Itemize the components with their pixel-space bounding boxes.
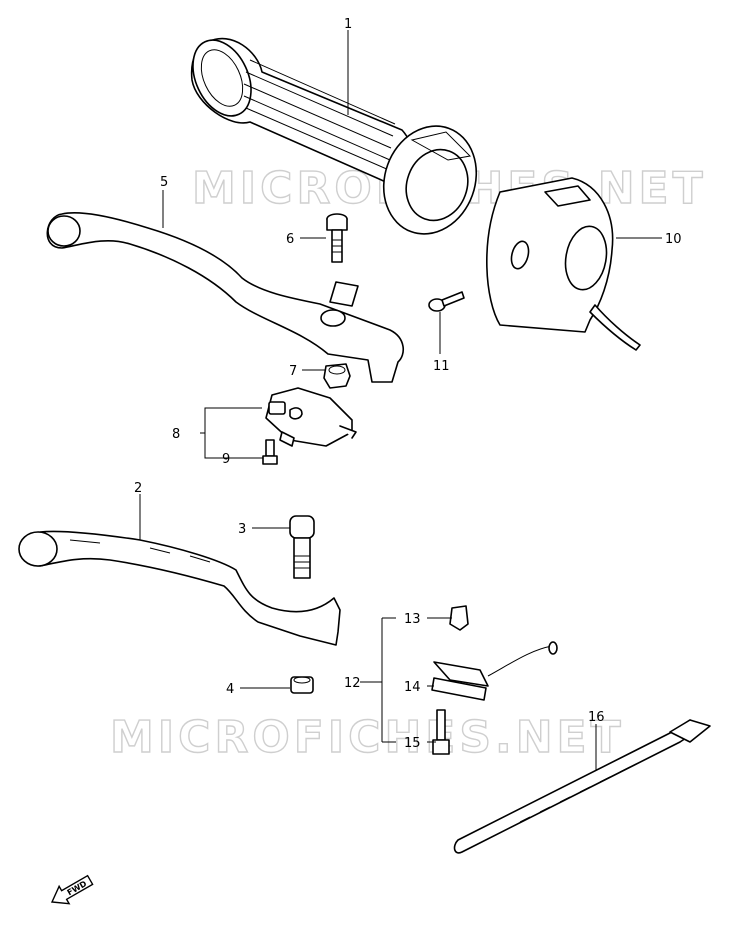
- part-6-pivot-bolt: [326, 213, 348, 263]
- callout-2: 2: [134, 481, 142, 496]
- part-15-screw: [432, 709, 450, 755]
- callout-6: 6: [286, 232, 294, 247]
- callout-11: 11: [433, 359, 450, 374]
- callout-7: 7: [289, 364, 297, 379]
- leader-lines: [139, 30, 662, 770]
- part-14-holder: [431, 641, 558, 701]
- part-7-nut: [323, 363, 351, 389]
- fwd-arrow-icon: FWD: [50, 874, 94, 905]
- callout-10: 10: [665, 232, 682, 247]
- callout-1: 1: [344, 17, 352, 32]
- part-5-lever: [46, 211, 405, 383]
- watermark-bottom: MICROFICHES.NET: [110, 712, 625, 763]
- callout-8: 8: [172, 427, 180, 442]
- callout-13: 13: [404, 612, 421, 627]
- callout-3: 3: [238, 522, 246, 537]
- part-4-nut: [290, 676, 314, 694]
- callout-9: 9: [222, 452, 230, 467]
- callout-16: 16: [588, 710, 605, 725]
- part-8-switch: [265, 387, 357, 447]
- callout-labels: 1 2 3 4 5 6 7 8 9 10 11 12 13 14 15 16: [134, 17, 682, 751]
- part-3-bolt: [289, 515, 315, 579]
- part-11-screw: [428, 291, 465, 312]
- callout-15: 15: [404, 736, 421, 751]
- part-13-clip: [449, 605, 469, 631]
- part-9-screw: [262, 439, 278, 465]
- callout-14: 14: [404, 680, 421, 695]
- part-1-grip: [190, 37, 478, 235]
- callout-5: 5: [160, 175, 168, 190]
- part-2-lever: [18, 530, 341, 646]
- part-16-cable-tie: [453, 719, 711, 854]
- callout-12: 12: [344, 676, 361, 691]
- callout-4: 4: [226, 682, 234, 697]
- part-10-switch-housing: [486, 177, 641, 351]
